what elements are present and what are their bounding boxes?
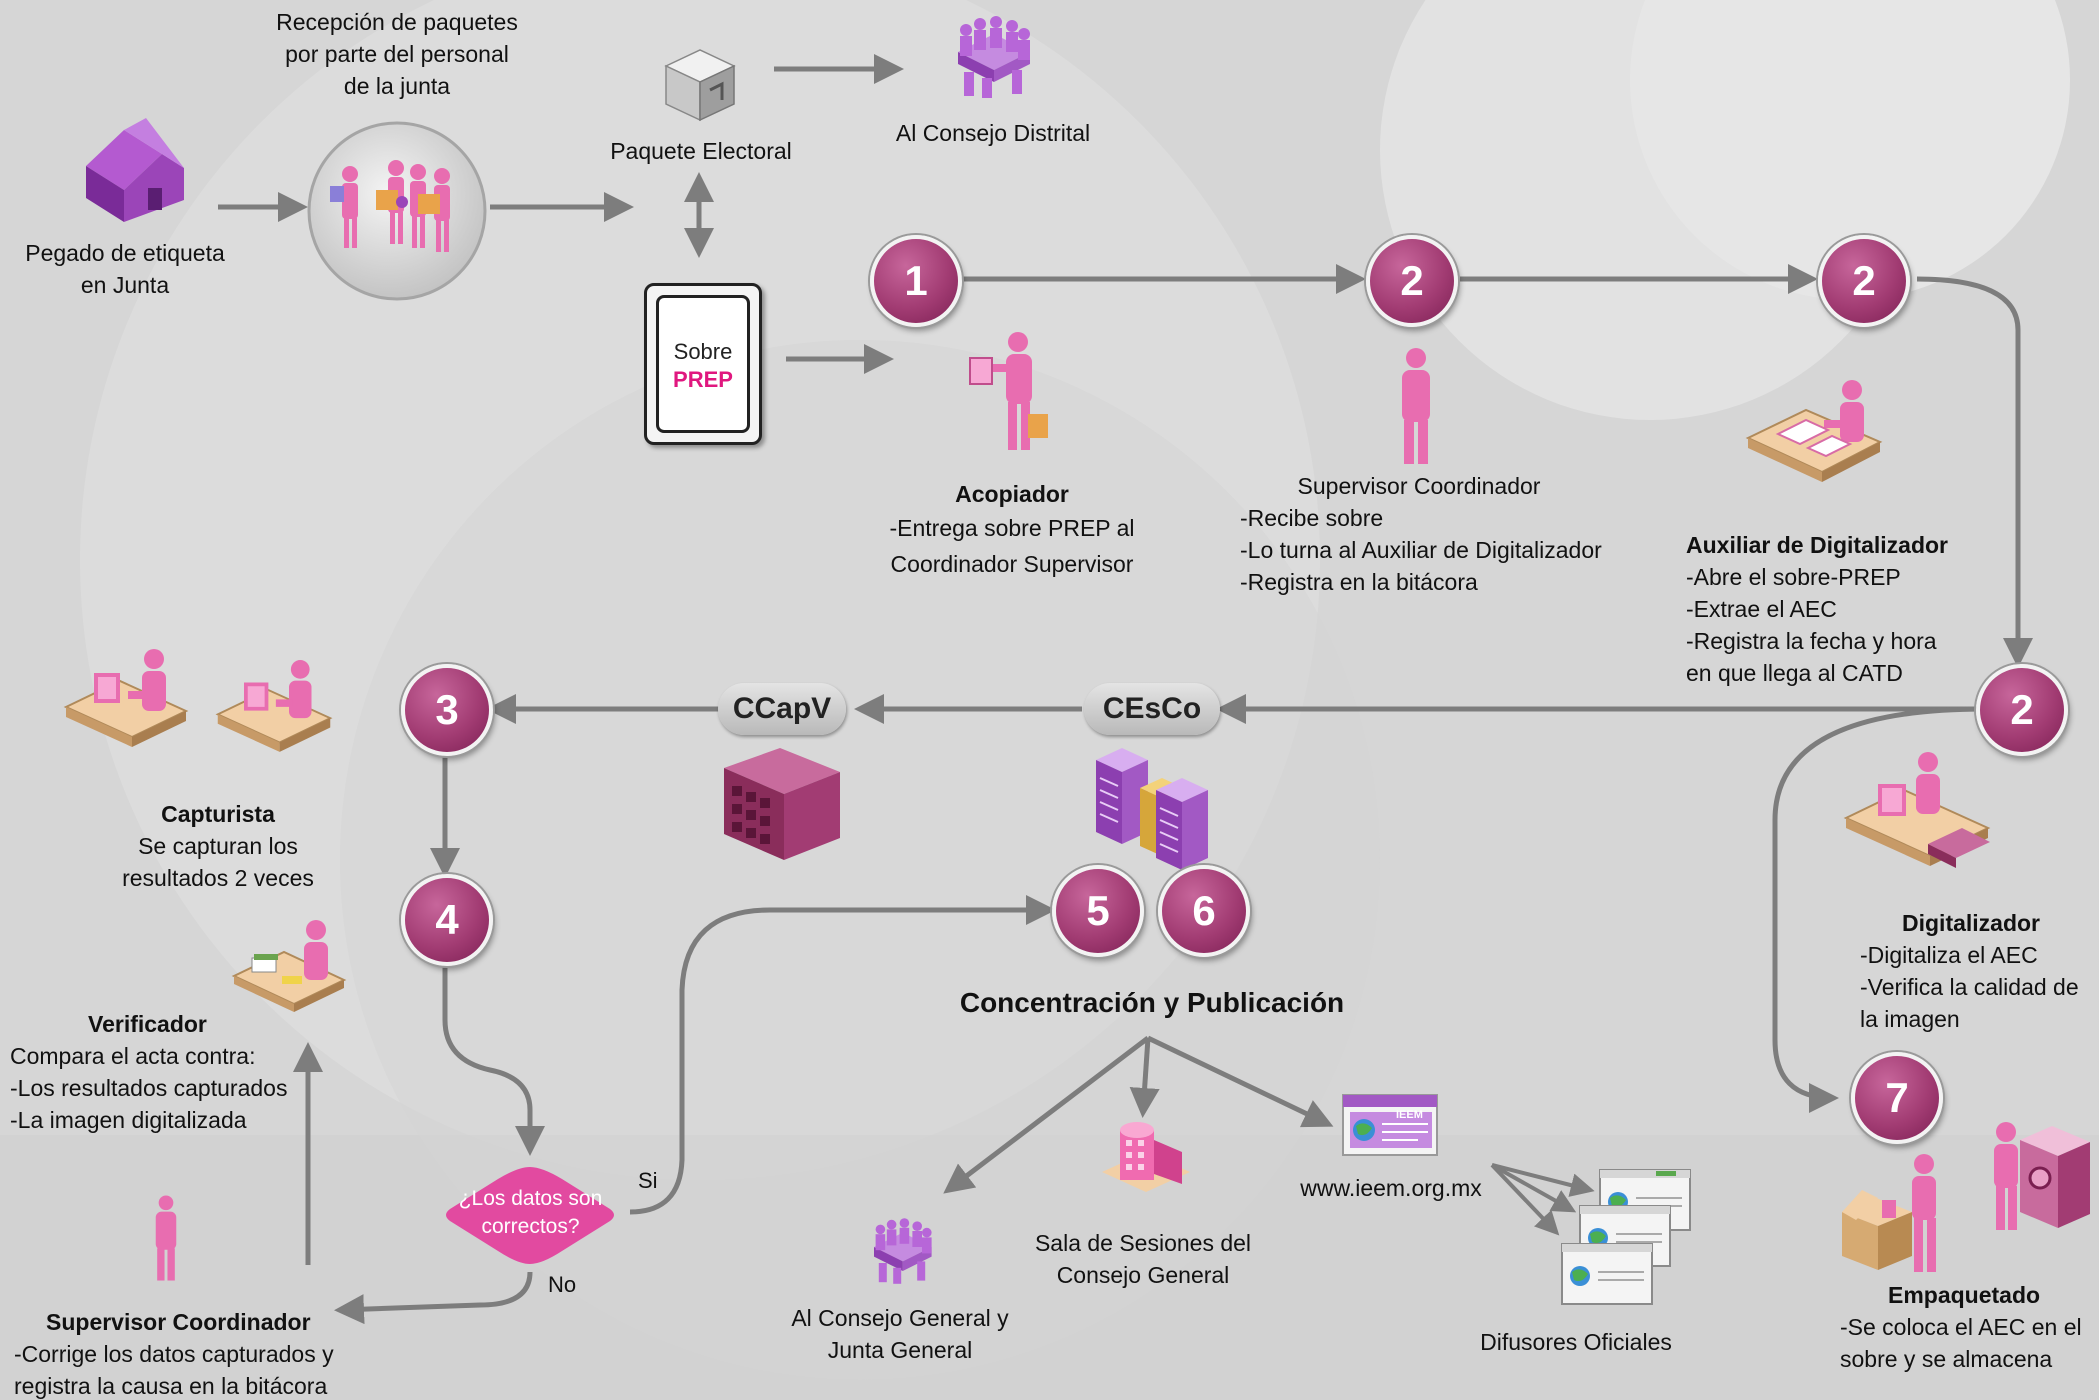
safe-storage-icon: [1994, 1122, 2090, 1230]
verificador-desk-icon: [231, 920, 347, 1012]
supervisor1-title: Supervisor Coordinador: [1297, 473, 1541, 499]
decision-shape: [446, 1167, 614, 1264]
step-node-2c: 2: [1976, 664, 2068, 756]
auxiliar-line-1: -Abre el sobre-PREP: [1686, 564, 1901, 590]
supervisor1-line-3: -Registra en la bitácora: [1240, 569, 1478, 595]
concentracion-title: Concentración y Publicación: [959, 987, 1345, 1018]
recepcion-line-1: Recepción de paquetes: [276, 9, 518, 35]
digitalizador-line-2: -Verifica la calidad de: [1860, 974, 2079, 1000]
web-url-label: www.ieem.org.mx: [1300, 1175, 1482, 1201]
auxiliar-line-4: en que llega al CATD: [1686, 660, 1903, 686]
website-window: IEEM: [1342, 1094, 1438, 1156]
auxiliar-line-2: -Extrae el AEC: [1686, 596, 1837, 622]
paquete-label: Paquete Electoral: [610, 138, 792, 164]
decision-line-1: ¿Los datos son: [458, 1187, 603, 1210]
capturista-desk-icon: [63, 649, 189, 747]
supervisor1-line-1: -Recibe sobre: [1240, 505, 1384, 531]
envelope-label-sobre: Sobre: [673, 339, 733, 364]
ccapv-label: CCapV: [718, 683, 846, 735]
digitalizador-line-3: la imagen: [1860, 1006, 1960, 1032]
auxiliar-title: Auxiliar de Digitalizador: [1686, 532, 1948, 558]
capturista-label: Capturista Se capturan los resultados 2 …: [122, 798, 314, 894]
empaquetado-title: Empaquetado: [1888, 1282, 2041, 1308]
session-hall-icon: [1102, 1122, 1190, 1192]
supervisor-2-person-icon: [155, 1195, 177, 1281]
ccapv-building-icon: [724, 748, 840, 860]
step-node-2a: 2: [1366, 235, 1458, 327]
decision-line-2: correctos?: [481, 1215, 580, 1238]
pegado-line-1: Pegado de etiqueta: [25, 240, 225, 266]
step-node-4: 4: [401, 874, 493, 966]
empaquetado-line-2: sobre y se almacena: [1840, 1346, 2053, 1372]
consejo-distrital-label: Al Consejo Distrital: [895, 120, 1091, 146]
recepcion-label: Recepción de paquetes por parte del pers…: [276, 6, 518, 102]
digitalizador-label: Digitalizador -Digitaliza el AEC -Verifi…: [1860, 907, 2079, 1035]
supervisor2-line-2: registra la causa en la bitácora: [14, 1373, 328, 1399]
acopiador-person-icon: [969, 332, 1048, 450]
digitalizador-title: Digitalizador: [1902, 910, 2041, 936]
digitalizador-line-1: -Digitaliza el AEC: [1860, 942, 2038, 968]
prep-envelope: Sobre PREP: [644, 283, 762, 445]
pegado-line-2: en Junta: [80, 272, 170, 298]
decision-no-label: No: [548, 1272, 577, 1297]
step-node-5: 5: [1052, 865, 1144, 957]
supervisor2-label: Supervisor Coordinador -Corrige los dato…: [14, 1306, 334, 1400]
acopiador-label: Acopiador -Entrega sobre PREP al Coordin…: [889, 478, 1134, 582]
step-node-2b: 2: [1818, 235, 1910, 327]
decision-yes-label: Si: [638, 1168, 658, 1193]
step-node-3: 3: [401, 664, 493, 756]
general-council-icon: [874, 1218, 932, 1284]
empaquetado-line-1: -Se coloca el AEC en el: [1840, 1314, 2082, 1340]
capturista-title: Capturista: [161, 801, 275, 827]
envelope-label-prep: PREP: [673, 367, 733, 392]
cesco-servers-icon: [1096, 748, 1208, 870]
pegado-label: Pegado de etiqueta en Junta: [25, 237, 225, 301]
acopiador-title: Acopiador: [955, 481, 1069, 507]
difusores-label: Difusores Oficiales: [1480, 1329, 1672, 1355]
capturista-desk-icon-2: [215, 660, 333, 752]
supervisor2-line-1: -Corrige los datos capturados y: [14, 1341, 334, 1367]
sala-line-1: Sala de Sesiones del: [1034, 1230, 1252, 1256]
capturista-line-1: Se capturan los: [138, 833, 298, 859]
auxiliar-line-3: -Registra la fecha y hora: [1686, 628, 1937, 654]
cesco-label: CEsCo: [1084, 683, 1220, 735]
verificador-title: Verificador: [88, 1011, 207, 1037]
package-box-icon: [664, 49, 736, 122]
consejo-general-line-2: Junta General: [827, 1337, 973, 1363]
step-node-1: 1: [870, 235, 962, 327]
ieem-logo-text: IEEM: [1396, 1109, 1423, 1121]
step-node-6: 6: [1158, 865, 1250, 957]
sala-line-2: Consejo General: [1056, 1262, 1230, 1288]
packing-box-icon: [1842, 1154, 1936, 1272]
council-meeting-icon: [958, 16, 1030, 98]
house-icon: [86, 118, 184, 222]
decision-diamond: ¿Los datos son correctos?: [442, 1165, 619, 1266]
auxiliar-label: Auxiliar de Digitalizador -Abre el sobre…: [1686, 529, 1948, 689]
capturista-line-2: resultados 2 veces: [122, 865, 314, 891]
recepcion-line-2: por parte del personal: [285, 41, 509, 67]
consejo-general-label: Al Consejo General y Junta General: [791, 1302, 1008, 1366]
reception-workers-icon: [307, 121, 487, 301]
sala-label: Sala de Sesiones del Consejo General: [1035, 1227, 1251, 1291]
globe-icon: [1342, 1094, 1438, 1156]
consejo-general-line-1: Al Consejo General y: [791, 1305, 1009, 1331]
step-node-7: 7: [1851, 1052, 1943, 1144]
verificador-label: Verificador Compara el acta contra: -Los…: [10, 1008, 287, 1136]
empaquetado-label: Empaquetado -Se coloca el AEC en el sobr…: [1840, 1279, 2082, 1375]
supervisor2-title: Supervisor Coordinador: [46, 1309, 311, 1335]
verificador-line-3: -La imagen digitalizada: [10, 1107, 247, 1133]
acopiador-line-1: -Entrega sobre PREP al: [889, 515, 1135, 541]
verificador-line-1: Compara el acta contra:: [10, 1043, 256, 1069]
acopiador-line-2: Coordinador Supervisor: [890, 551, 1134, 577]
auxiliar-desk-icon: [1745, 380, 1883, 482]
verificador-line-2: -Los resultados capturados: [10, 1075, 288, 1101]
supervisor1-details: -Recibe sobre -Lo turna al Auxiliar de D…: [1240, 502, 1602, 598]
supervisor-person-icon: [1402, 348, 1430, 464]
recepcion-line-3: de la junta: [343, 73, 451, 99]
supervisor1-line-2: -Lo turna al Auxiliar de Digitalizador: [1240, 537, 1602, 563]
broadcaster-windows-icon: [1561, 1169, 1691, 1305]
digitalizador-desk-icon: [1843, 752, 1991, 868]
